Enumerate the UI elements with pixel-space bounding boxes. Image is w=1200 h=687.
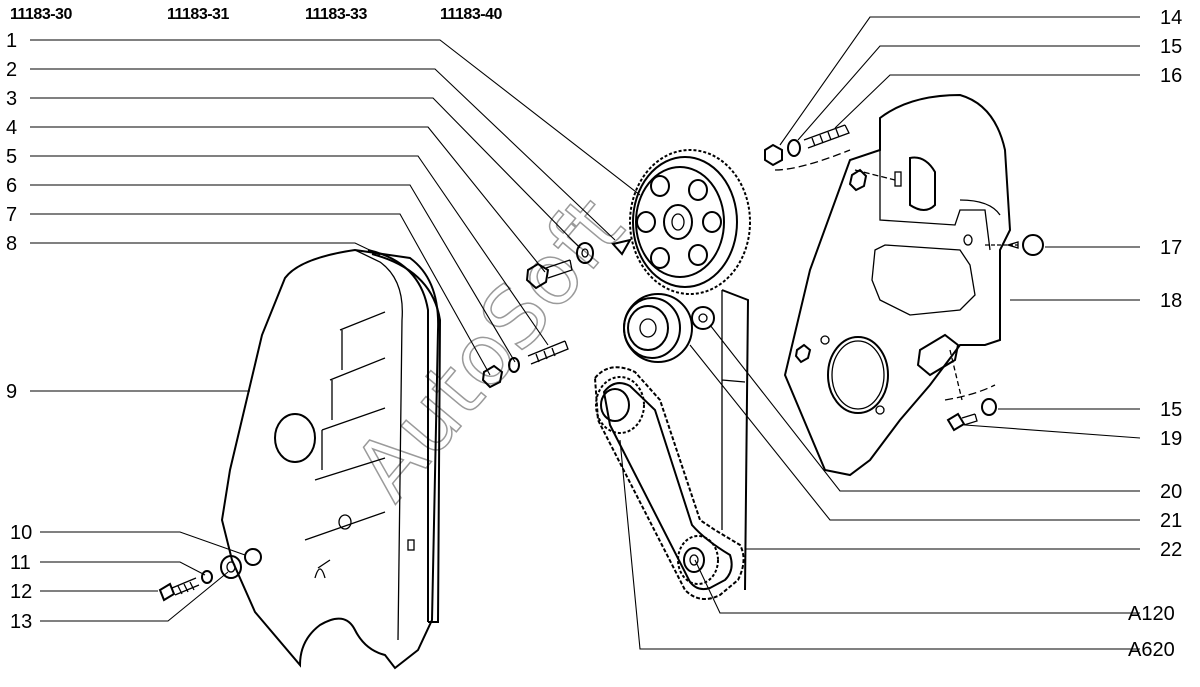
camshaft-sprocket (629, 149, 751, 295)
left-leader-lines (30, 39, 641, 622)
callout-11: 11 (10, 552, 31, 574)
rear-cover-lower-fasteners (946, 234, 1044, 432)
callout-9: 9 (6, 381, 17, 403)
callout-a620: A620 (1128, 639, 1175, 661)
sprocket-bolt-washer-key (525, 238, 633, 290)
callout-5: 5 (6, 146, 17, 168)
callout-a120: A120 (1128, 603, 1175, 625)
callout-18: 18 (1160, 290, 1182, 312)
callout-19: 19 (1160, 428, 1182, 450)
left-callouts: 1 2 3 4 5 6 7 8 9 10 11 12 13 (6, 30, 32, 633)
model-code-1: 11183-30 (10, 6, 72, 23)
rear-cover-upper-fasteners (764, 124, 896, 181)
callout-14: 14 (1160, 7, 1182, 29)
callout-15b: 15 (1160, 399, 1182, 421)
callout-7: 7 (6, 204, 17, 226)
callout-1: 1 (6, 30, 17, 52)
callout-13: 13 (10, 611, 32, 633)
callout-15: 15 (1160, 36, 1182, 58)
model-code-3: 11183-33 (305, 6, 367, 23)
callout-16: 16 (1160, 65, 1182, 87)
cover-fasteners (158, 548, 262, 602)
callout-3: 3 (6, 88, 17, 110)
rear-timing-cover (783, 93, 1019, 477)
model-code-2: 11183-31 (167, 6, 229, 23)
callout-10: 10 (10, 522, 32, 544)
callout-8: 8 (6, 233, 17, 255)
callout-21: 21 (1160, 510, 1182, 532)
tensioner-pulley (623, 293, 715, 363)
front-timing-cover (220, 248, 442, 670)
callout-20: 20 (1160, 481, 1182, 503)
callout-2: 2 (6, 59, 17, 81)
watermark: AutoSoft (335, 178, 642, 517)
right-callouts: 14 15 16 17 18 15 19 20 21 22 A120 A620 (1128, 7, 1182, 661)
callout-22: 22 (1160, 539, 1182, 561)
callout-17: 17 (1160, 237, 1182, 259)
callout-4: 4 (6, 117, 17, 139)
model-code-4: 11183-40 (440, 6, 502, 23)
right-leader-lines (619, 16, 1141, 650)
callout-6: 6 (6, 175, 17, 197)
timing-belt (593, 289, 750, 600)
callout-12: 12 (10, 581, 32, 603)
stud-washer-nut (481, 340, 569, 389)
